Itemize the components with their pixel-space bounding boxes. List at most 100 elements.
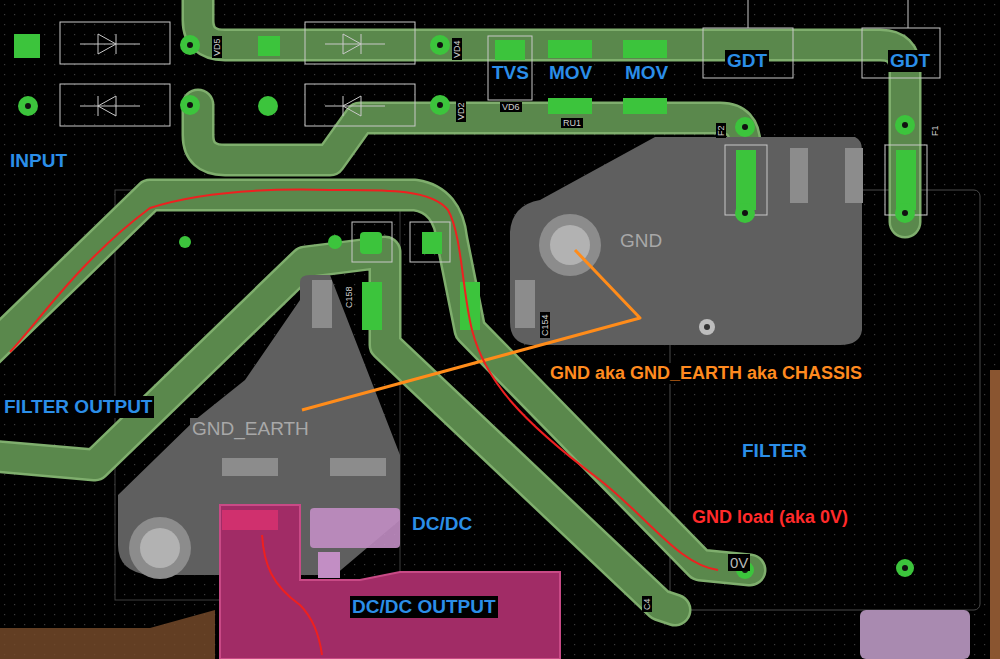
callout-label: GDT: [888, 50, 932, 72]
hole: [437, 102, 443, 108]
diode-outline: [305, 22, 415, 64]
callout-label: MOV: [547, 62, 594, 84]
track-fill: [0, 0, 905, 610]
pad: [362, 282, 382, 330]
cap-outline: [352, 222, 392, 262]
pad: [548, 98, 592, 114]
pad: [430, 95, 450, 115]
hole: [742, 124, 748, 130]
pad: [180, 95, 200, 115]
pad: [515, 280, 535, 328]
callout-label: GND load (aka 0V): [690, 507, 850, 528]
pad: [222, 458, 278, 476]
hole: [902, 122, 908, 128]
hole: [187, 102, 193, 108]
pad: [258, 36, 280, 56]
ref-designator: C158: [344, 284, 354, 310]
ref-designator: C4: [642, 596, 652, 612]
copper-track: [990, 370, 1000, 659]
callout-label: FILTER OUTPUT: [2, 396, 154, 418]
tvs-outline: [488, 36, 532, 100]
diode-symbol: [325, 96, 385, 116]
callout-label: DC/DC OUTPUT: [350, 596, 498, 618]
net-name: GND: [618, 230, 664, 252]
pad: [222, 510, 278, 530]
pad: [735, 203, 755, 223]
ref-designator: VD5: [212, 36, 222, 58]
pad: [258, 96, 278, 116]
hole: [25, 103, 31, 109]
hole: [902, 210, 908, 216]
callout-label: MOV: [623, 62, 670, 84]
dcdc-output-copper: [220, 505, 560, 659]
callout-label: INPUT: [8, 150, 69, 172]
gdt-outline: [862, 28, 940, 78]
diode-outline: [305, 84, 415, 126]
wire: [748, 0, 908, 28]
pad: [548, 40, 592, 58]
via: [328, 235, 342, 249]
hole: [902, 565, 908, 571]
callout-label: GND aka GND_EARTH aka CHASSIS: [548, 363, 864, 384]
pad: [330, 458, 386, 476]
pad-holes: [25, 42, 908, 573]
pad: [895, 115, 915, 135]
callout-label: GDT: [725, 50, 769, 72]
diode-symbol: [80, 34, 140, 54]
pad: [312, 280, 332, 328]
pad: [790, 148, 808, 203]
component-pad: [310, 508, 400, 548]
pad: [736, 150, 756, 210]
pad: [896, 150, 916, 210]
ref-designator: F2: [716, 123, 726, 138]
diode-outline: [60, 84, 170, 126]
silkscreen: [60, 0, 940, 262]
pad: [735, 117, 755, 137]
via: [179, 236, 191, 248]
gnd-pour: [510, 137, 862, 345]
diode-symbol: [325, 34, 385, 54]
hole: [437, 42, 443, 48]
net-name: GND_EARTH: [190, 418, 311, 440]
pad: [623, 98, 667, 114]
mount-hole: [129, 517, 191, 579]
pad: [623, 40, 667, 58]
gnd-earth-pour: [118, 275, 400, 575]
diode-outline: [60, 22, 170, 64]
current-path: [262, 535, 322, 655]
pad: [18, 96, 38, 116]
component-pad: [860, 610, 970, 659]
diode-symbol: [80, 96, 140, 116]
pad: [318, 552, 340, 578]
ref-designator: VD4: [452, 38, 462, 60]
track-outline: [0, 0, 905, 610]
pad: [422, 232, 442, 254]
callout-label: DC/DC: [410, 513, 474, 535]
hole: [742, 210, 748, 216]
pad: [896, 559, 914, 577]
callout-label: TVS: [490, 62, 531, 84]
via: [699, 319, 715, 335]
ref-designator: RU1: [561, 118, 583, 128]
hole: [187, 42, 193, 48]
pad: [360, 232, 382, 254]
pad: [895, 203, 915, 223]
mount-hole: [140, 528, 180, 568]
callout-label: FILTER: [740, 440, 809, 462]
ref-designator: VD2: [456, 100, 466, 122]
pad: [845, 148, 863, 203]
ref-designator: F1: [930, 123, 940, 138]
pad: [495, 40, 525, 60]
pad: [430, 35, 450, 55]
hole: [704, 324, 710, 330]
gdt-outline: [703, 28, 793, 78]
copper-track: [0, 610, 215, 659]
ref-designator: VD6: [500, 102, 522, 112]
ref-designator: C154: [540, 312, 550, 338]
cap-outline: [410, 222, 450, 262]
pad: [14, 34, 40, 58]
pad: [180, 35, 200, 55]
